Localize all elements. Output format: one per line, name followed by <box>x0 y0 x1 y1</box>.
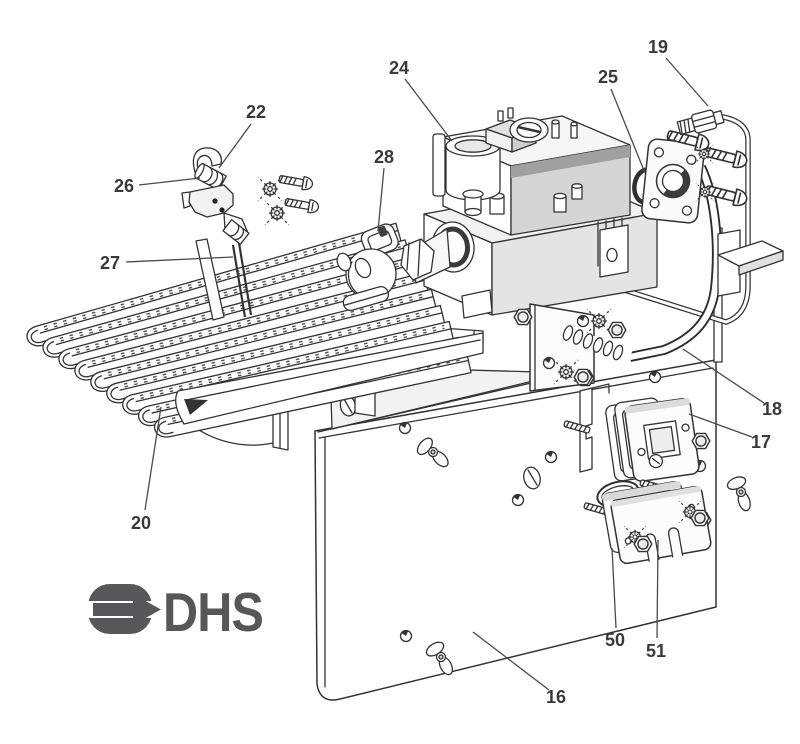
solenoid-coil <box>432 133 501 217</box>
ignition-electrode-assembly <box>181 147 253 321</box>
callout-28: 28 <box>374 147 394 167</box>
injector-elbow <box>336 223 435 312</box>
leader-line-17 <box>688 413 753 438</box>
callout-20: 20 <box>131 513 151 533</box>
lower-insulator <box>222 219 250 245</box>
callout-19: 19 <box>648 37 668 57</box>
electrode-tip <box>192 147 222 176</box>
callout-24: 24 <box>389 58 409 78</box>
panel-hole <box>511 493 525 507</box>
panel-hole <box>648 370 662 384</box>
sight-glass-frame <box>624 398 700 482</box>
dhs-logo: DHS <box>84 581 264 643</box>
burner-tray-rail <box>175 332 484 425</box>
electrode-bracket <box>188 184 234 218</box>
valve-post <box>551 119 578 139</box>
pipe-bracket <box>717 229 784 297</box>
adjuster-dial <box>509 117 549 143</box>
panel-hole <box>398 421 412 435</box>
callout-50: 50 <box>605 630 625 650</box>
leader-line-25 <box>610 88 646 174</box>
callout-26: 26 <box>114 176 134 196</box>
electrode-rod <box>231 244 247 318</box>
callout-17: 17 <box>751 432 771 452</box>
electrode-screws <box>257 171 321 226</box>
leader-line-16 <box>472 631 550 691</box>
leader-line-27 <box>125 256 234 263</box>
leader-line-20 <box>144 406 162 511</box>
callout-22: 22 <box>246 102 266 122</box>
main-gas-pipe <box>628 164 722 362</box>
leader-line-26 <box>138 177 201 186</box>
sight-glass-assembly <box>563 368 712 529</box>
leader-line-51 <box>656 539 659 639</box>
electrode-rod <box>237 242 253 316</box>
panel-slot-hole <box>523 466 541 490</box>
logo-arrow-icon <box>93 594 161 625</box>
callout-27: 27 <box>100 253 120 273</box>
leader-line-28 <box>377 167 385 232</box>
braided-hose <box>562 321 633 364</box>
leader-line-50 <box>611 547 617 629</box>
callout-layer: 16 17 18 19 20 22 24 25 26 27 28 50 51 <box>100 37 782 707</box>
pipe-flange <box>641 138 705 224</box>
gas-valve <box>423 107 658 319</box>
valve-mounting-foot <box>461 289 493 319</box>
callout-25: 25 <box>598 67 618 87</box>
callout-18: 18 <box>762 399 782 419</box>
panel-hole <box>399 629 413 643</box>
leader-line-18 <box>682 348 765 404</box>
wing-nut <box>717 469 763 516</box>
electrode-support-leg <box>195 238 225 321</box>
callout-16: 16 <box>546 687 566 707</box>
logo-text: DHS <box>163 581 263 643</box>
panel-hole <box>544 450 558 464</box>
gas-fitting <box>676 109 725 136</box>
burner-plate-assembly <box>601 480 712 565</box>
leader-line-22 <box>218 123 252 169</box>
ceramic-insulator <box>194 163 227 191</box>
callout-51: 51 <box>646 641 666 661</box>
pilot-supply-pipe <box>617 113 751 325</box>
leader-line-19 <box>665 57 709 107</box>
leader-line-24 <box>404 78 453 142</box>
